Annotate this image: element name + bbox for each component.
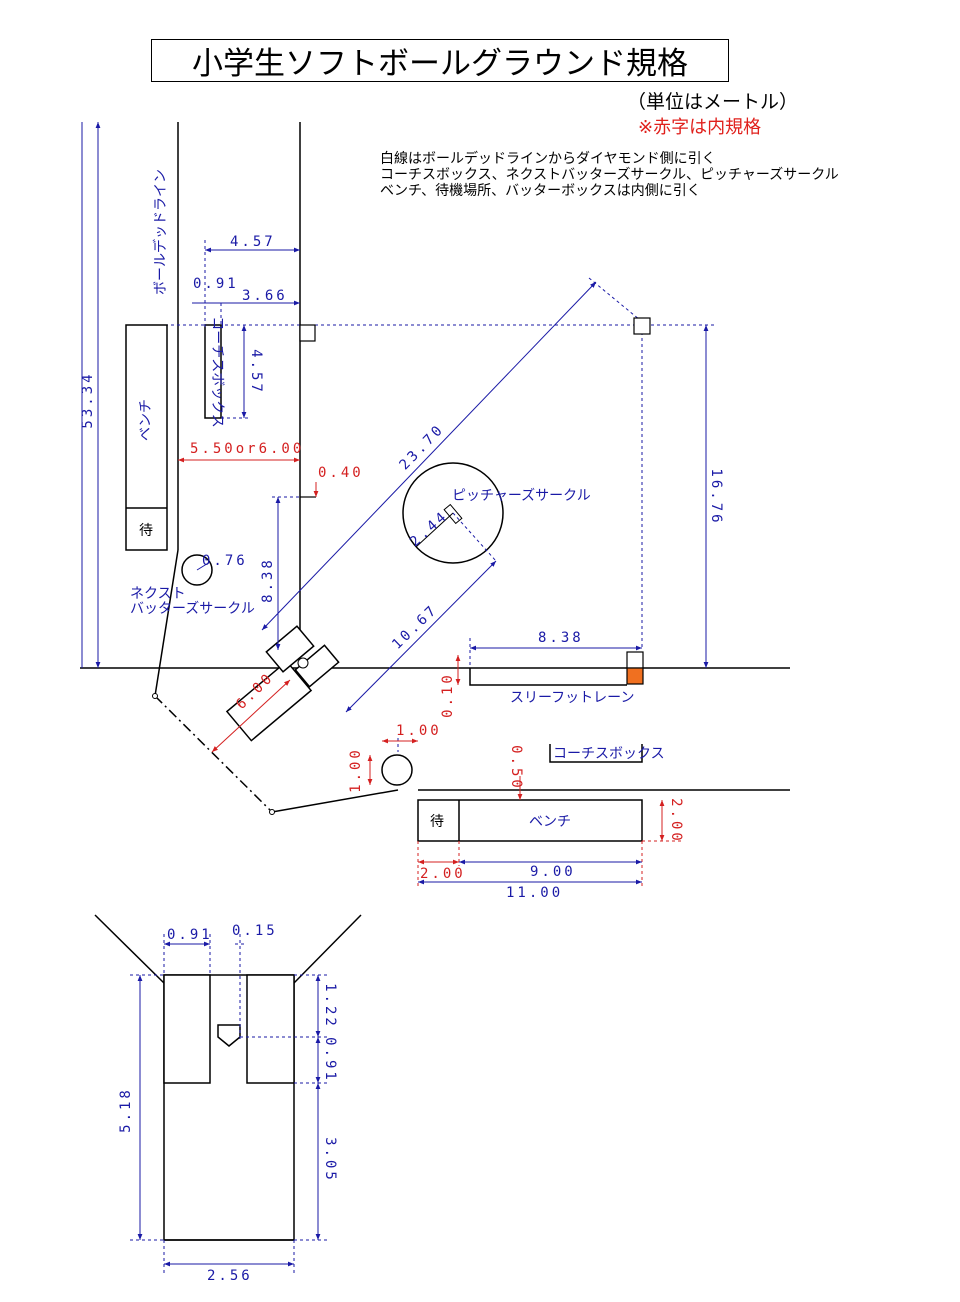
dim-2-00-v: 2.00 [668, 798, 684, 844]
dim-0-40: 0.40 [318, 465, 364, 481]
bb-dim-5-18: 5.18 [118, 1087, 134, 1133]
first-base-white [626, 651, 644, 669]
bb-dim-1-22: 1.22 [322, 983, 338, 1029]
dim-0-91-coach: 0.91 [193, 276, 239, 292]
batter-box-detail: 0.91 0.15 1.22 0.91 5.18 3.05 2.56 [94, 914, 362, 1284]
dim-9-00: 9.00 [530, 864, 576, 880]
backstop-corner-left [152, 693, 158, 699]
bb-dim-2-56: 2.56 [207, 1268, 253, 1284]
dim-1-00-v: 1.00 [348, 747, 364, 793]
next-batter-circle [181, 554, 213, 586]
three-foot-lane [469, 668, 627, 686]
red-note: ※赤字は内規格 [638, 117, 762, 138]
dim-0-50: 0.50 [508, 745, 524, 791]
bench-left [125, 324, 168, 551]
dim-3-66: 3.66 [242, 288, 288, 304]
coach-box-left [204, 324, 222, 419]
backstop-line-bottom [271, 789, 399, 813]
bb-dim-0-91: 0.91 [167, 927, 213, 943]
dim-8-38-bottom: 8.38 [538, 630, 584, 646]
note-line-3: ベンチ、待機場所、バッターボックスは内側に引く [380, 183, 701, 199]
dim-8-38-left: 8.38 [260, 557, 276, 603]
dim-0-76: 0.76 [202, 553, 248, 569]
note-line-1: 白線はボールデッドラインからダイヤモンド側に引く [380, 151, 716, 167]
units-note: （単位はメートル） [627, 91, 799, 113]
dim-0-10: 0.10 [440, 672, 456, 718]
dim-2-00-h: 2.00 [420, 866, 466, 882]
coach-box-right [549, 744, 643, 763]
waiting-left-label: 待 [139, 523, 153, 539]
pitchers-circle-label: ピッチャーズサークル [452, 488, 591, 504]
bench-left-label: ベンチ [138, 399, 154, 441]
bench-right [417, 799, 643, 842]
right-circle [381, 754, 413, 786]
dim-4-57-top: 4.57 [230, 234, 276, 250]
waiting-right-label: 待 [430, 814, 444, 830]
second-base [633, 317, 651, 335]
bench-right-label: ベンチ [529, 814, 571, 830]
first-base-marker [299, 324, 316, 342]
bb-dim-0-91-v: 0.91 [322, 1037, 338, 1083]
dim-10-67: 10.67 [389, 602, 441, 653]
page-title: 小学生ソフトボールグラウンド規格 [151, 39, 729, 82]
backstop-corner-bottom [269, 809, 275, 815]
notes: 白線はボールデッドラインからダイヤモンド側に引く コーチスボックス、ネクストバッ… [380, 151, 839, 199]
bb-dim-0-15: 0.15 [232, 923, 278, 939]
backstop-dashed [154, 695, 273, 813]
coach-box-left-label: コーチスボックス [209, 316, 225, 428]
dim-4-57-coach: 4.57 [248, 349, 264, 395]
home-plate-marker [297, 657, 309, 669]
three-foot-lane-label: スリーフットレーン [510, 690, 634, 706]
dim-23-70: 23.70 [397, 421, 448, 473]
bb-dim-3-05: 3.05 [322, 1137, 338, 1183]
dim-1-00-h: 1.00 [396, 723, 442, 739]
field-lines [80, 122, 790, 813]
dim-2-44: 2.44 [407, 508, 452, 550]
first-base-orange [626, 667, 644, 685]
next-batter-label-1: ネクスト [130, 586, 186, 602]
ball-dead-line-label: ボールデッドライン [152, 169, 169, 295]
dim-5-50-or-6-00: 5.50or6.00 [190, 441, 304, 457]
backstop-line-left [154, 549, 179, 697]
dim-11-00: 11.00 [506, 885, 563, 901]
dim-16-76: 16.76 [708, 468, 724, 525]
dim-53-34: 53.34 [80, 371, 96, 428]
home-boxes [225, 625, 340, 742]
coach-box-right-label: コーチスボックス [553, 746, 665, 762]
next-batter-label-2: バッターズサークル [130, 601, 255, 617]
note-line-2: コーチスボックス、ネクストバッターズサークル、ピッチャーズサークル [380, 167, 839, 183]
